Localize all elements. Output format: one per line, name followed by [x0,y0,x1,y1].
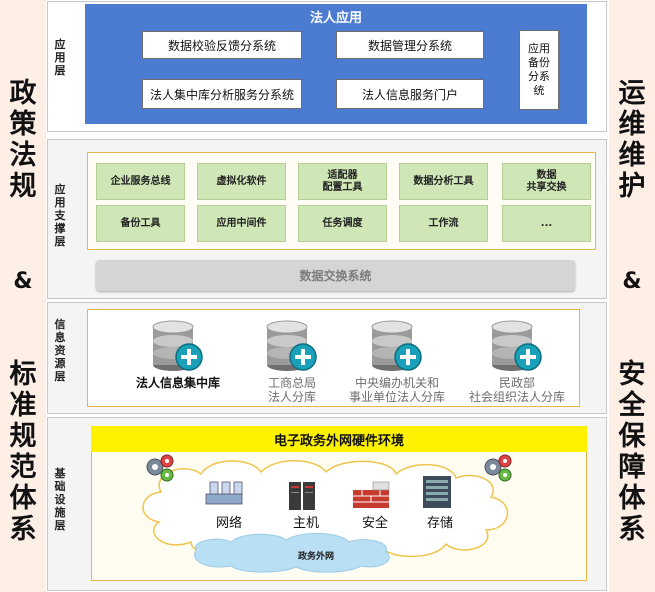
support-tool-1-4[interactable]: 数据分析工具 [399,163,488,200]
database-icon [266,320,317,371]
system-box-portal[interactable]: 法人信息服务门户 [336,79,484,109]
gear-icon-right [484,454,512,482]
right-pillar-line1: 运维维护 [618,78,646,202]
left-pillar-amp: & [13,269,33,294]
network-cloud-label: 政务外网 [297,552,334,562]
support-tool-2-2[interactable]: 应用中间件 [197,205,286,242]
data-exchange-system[interactable]: 数据交换系统 [96,260,575,291]
support-tool-2-1[interactable]: 备份工具 [96,205,185,242]
app-layer-label: 应用层 [54,38,66,77]
infra-illustration [142,454,512,573]
storage-icon [423,476,451,508]
system-box-validation[interactable]: 数据校验反馈分系统 [142,31,302,59]
right-pillar-line2: 安全保障体系 [618,359,646,545]
right-pillar-amp: & [622,269,642,294]
firewall-icon [353,481,390,508]
app-title: 法人应用 [309,11,362,26]
support-tool-2-5[interactable]: ... [502,205,591,242]
database-icon [491,320,542,371]
support-tool-2-3[interactable]: 任务调度 [298,205,387,242]
left-pillar-line2: 标准规范体系 [9,359,37,545]
support-layer-label: 应用支撑层 [54,183,66,248]
hw-label-network: 网络 [215,516,242,531]
left-pillar: 政策法规 & 标准规范体系 [0,0,46,592]
system-box-analysis[interactable]: 法人集中库分析服务分系统 [142,79,302,109]
database-label: 中央编办机关和 事业单位法人分库 [348,376,445,404]
support-tool-1-3[interactable]: 适配器 配置工具 [298,163,387,200]
database-icon [371,320,422,371]
database-label: 工商总局 法人分库 [267,376,316,404]
server-icon [289,482,315,510]
resource-layer-label: 信息资源层 [54,318,66,383]
system-box-backup[interactable]: 应用备份分系统 [519,30,559,110]
hw-label-storage: 存储 [426,516,453,531]
database-icon [152,320,203,371]
network-cloud-shape [194,532,390,573]
database-label: 法人信息集中库 [135,376,220,390]
support-tool-1-1[interactable]: 企业服务总线 [96,163,185,200]
database-label: 民政部 社会组织法人分库 [468,376,565,404]
right-pillar: 运维维护 & 安全保障体系 [609,0,655,592]
infra-title: 电子政务外网硬件环境 [91,426,587,452]
network-icon [205,481,243,505]
infra-layer-label: 基础设施层 [54,467,66,532]
hw-label-host: 主机 [292,516,319,531]
support-tool-2-4[interactable]: 工作流 [399,205,488,242]
gear-icon-left [146,454,174,482]
left-pillar-line1: 政策法规 [9,78,37,202]
system-box-data-management[interactable]: 数据管理分系统 [336,31,484,59]
support-tool-1-2[interactable]: 虚拟化软件 [197,163,286,200]
hw-label-security: 安全 [361,516,388,531]
support-tool-1-5[interactable]: 数据 共享交换 [502,163,591,200]
